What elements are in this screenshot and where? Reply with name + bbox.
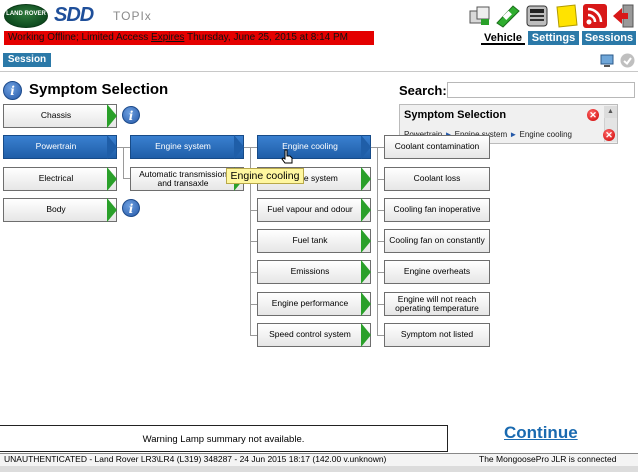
land-rover-logo: LAND ROVER: [4, 4, 48, 28]
connector: [377, 272, 384, 273]
symptom-group-fuel-tank[interactable]: Fuel tank: [257, 229, 371, 253]
tab-sessions[interactable]: Sessions: [582, 31, 636, 45]
category-powertrain[interactable]: Powertrain: [3, 135, 117, 159]
expand-arrow-icon: [107, 198, 117, 222]
tab-settings[interactable]: Settings: [528, 31, 579, 45]
info-icon[interactable]: i: [3, 81, 22, 100]
connector: [250, 272, 257, 273]
category-chassis[interactable]: Chassis: [3, 104, 117, 128]
remove-crumb-icon[interactable]: ✕: [603, 129, 615, 141]
connector: [377, 179, 384, 180]
symptom-coolant-contamination[interactable]: Coolant contamination: [384, 135, 490, 159]
connector: [250, 304, 257, 305]
symptom-group-emissions[interactable]: Emissions: [257, 260, 371, 284]
symptom-cooling-fan-on-constantly[interactable]: Cooling fan on constantly: [384, 229, 490, 253]
hover-tooltip: Engine cooling: [226, 168, 304, 184]
topix-label: TOPIx: [113, 9, 152, 23]
connector: [250, 241, 257, 242]
info-icon[interactable]: i: [122, 199, 140, 217]
page-title: Symptom Selection: [29, 81, 169, 98]
symptom-engine-overheats[interactable]: Engine overheats: [384, 260, 490, 284]
connector: [250, 335, 257, 336]
category-electrical[interactable]: Electrical: [3, 167, 117, 191]
selection-breadcrumb: Powertrain ► Engine system ► Engine cool…: [404, 130, 572, 139]
expand-arrow-icon: [234, 135, 244, 159]
expand-arrow-icon: [107, 135, 117, 159]
expand-arrow-icon: [361, 167, 371, 191]
sdd-logo: SDD: [54, 4, 94, 26]
connector: [377, 241, 384, 242]
symptom-group-engine-performance[interactable]: Engine performance: [257, 292, 371, 316]
symptom-cooling-fan-inoperative[interactable]: Cooling fan inoperative: [384, 198, 490, 222]
offline-banner: Working Offline; Limited Access Expires …: [4, 31, 374, 45]
connector: [123, 178, 130, 179]
symptom-not-listed[interactable]: Symptom not listed: [384, 323, 490, 347]
reprogram-icon[interactable]: [495, 3, 521, 29]
connection-status: The MongoosePro JLR is connected: [479, 454, 617, 464]
connector: [123, 147, 124, 179]
hand-cursor-icon: [281, 149, 293, 165]
network-icon[interactable]: [467, 3, 493, 29]
connector: [250, 210, 257, 211]
exit-icon[interactable]: [611, 3, 637, 29]
expand-arrow-icon: [107, 167, 117, 191]
connector: [377, 304, 384, 305]
expand-arrow-icon: [361, 229, 371, 253]
expand-arrow-icon: [361, 260, 371, 284]
warning-lamp-summary: Warning Lamp summary not available.: [0, 425, 448, 452]
search-label: Search:: [399, 83, 447, 98]
symptom-coolant-loss[interactable]: Coolant loss: [384, 167, 490, 191]
calculator-icon[interactable]: [524, 3, 550, 29]
symptom-group-engine-cooling[interactable]: Engine cooling: [257, 135, 371, 159]
expand-arrow-icon: [361, 323, 371, 347]
selection-panel-title: Symptom Selection: [404, 109, 507, 121]
connector: [377, 210, 384, 211]
connector: [377, 335, 384, 336]
expand-arrow-icon: [107, 104, 117, 128]
expand-arrow-icon: [361, 198, 371, 222]
symptom-group-speed-control[interactable]: Speed control system: [257, 323, 371, 347]
sub-toolbar: [0, 50, 638, 72]
expand-arrow-icon: [361, 135, 371, 159]
session-button[interactable]: Session: [3, 53, 51, 67]
taskbar-strip: [0, 466, 638, 472]
wireless-icon[interactable]: [582, 3, 608, 29]
subcategory-engine-system[interactable]: Engine system: [130, 135, 244, 159]
status-ok-icon: [620, 53, 635, 68]
symptom-engine-not-reach-temperature[interactable]: Engine will not reach operating temperat…: [384, 292, 490, 316]
tab-vehicle[interactable]: Vehicle: [481, 31, 525, 45]
session-status: UNAUTHENTICATED - Land Rover LR3\LR4 (L3…: [4, 454, 387, 464]
search-input[interactable]: [447, 82, 635, 98]
symptom-group-fuel-vapour[interactable]: Fuel vapour and odour: [257, 198, 371, 222]
scroll-up-arrow-icon[interactable]: ▲: [604, 106, 617, 118]
category-body[interactable]: Body: [3, 198, 117, 222]
info-icon[interactable]: i: [122, 106, 140, 124]
notes-icon[interactable]: [553, 3, 579, 29]
expand-arrow-icon: [361, 292, 371, 316]
status-bar: [0, 453, 638, 466]
pc-link-icon[interactable]: [599, 52, 617, 70]
continue-button[interactable]: Continue: [504, 423, 578, 442]
clear-selection-icon[interactable]: ✕: [587, 109, 599, 121]
